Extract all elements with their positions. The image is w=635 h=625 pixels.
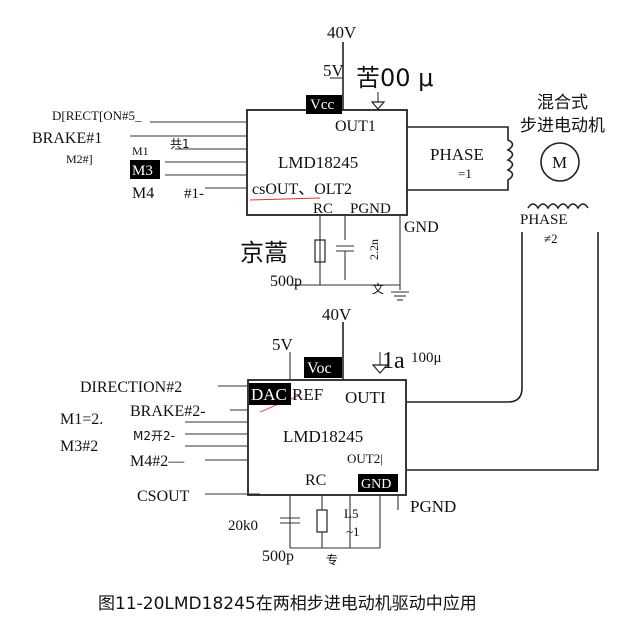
- top-cap-side: 2.2n: [367, 239, 381, 260]
- bottom-5v: 5V: [272, 335, 294, 354]
- bottom-vcc: Voc: [307, 360, 332, 377]
- top-gnd-mark: 文: [372, 281, 384, 296]
- top-chip-body: [246, 109, 408, 216]
- motor-title-1: 混合式: [537, 93, 588, 113]
- bottom-gnd: GND: [361, 477, 391, 492]
- top-driver: 40V 5V 苦00 μ Vcc OUT1 LMD18245 csOUT、OLT…: [32, 23, 495, 301]
- bottom-dac: DAC: [251, 385, 287, 404]
- phase2-winding: [527, 203, 589, 210]
- bottom-cap-value: 100μ: [411, 350, 442, 366]
- bottom-pgnd: PGND: [410, 497, 456, 516]
- top-vcc-box: [306, 95, 342, 114]
- bottom-in-direction: DIRECTION#2: [80, 379, 182, 396]
- bottom-out1: OUTI: [345, 388, 386, 407]
- bottom-dac-box: [249, 383, 291, 405]
- top-rc-resistor: [314, 239, 326, 263]
- phase1-winding: [495, 126, 514, 191]
- top-pgnd: PGND: [350, 201, 391, 217]
- top-out2: csOUT、OLT2: [252, 181, 352, 198]
- top-m3-box: [130, 160, 160, 179]
- top-in-m1: M1: [132, 144, 149, 158]
- top-in-m4-suffix: #1-: [184, 186, 204, 202]
- top-vcc: Vcc: [310, 97, 334, 113]
- bottom-res-side: L5: [344, 506, 358, 521]
- bottom-in-brake: BRAKE#2-: [130, 403, 206, 420]
- top-in-m3: M3: [132, 163, 153, 179]
- phase2-label: PHASE: [520, 212, 568, 228]
- bottom-vcc-box: [304, 357, 342, 378]
- phase2-lead-a: [407, 232, 523, 403]
- bottom-rc-resistor: [316, 509, 328, 533]
- top-5v: 5V: [323, 61, 345, 80]
- top-chip-name: LMD18245: [278, 153, 358, 172]
- top-in-m4: M4: [132, 185, 154, 202]
- top-in-common: 共1: [170, 137, 190, 151]
- bottom-in-m3: M3#2: [60, 438, 98, 455]
- bottom-rc: RC: [305, 472, 326, 489]
- bottom-in-m4: M4#2—: [130, 453, 185, 470]
- bottom-res-side2: ~1: [346, 524, 360, 539]
- bottom-out2: OUT2|: [347, 451, 383, 466]
- phase2-lead-b: [407, 232, 599, 471]
- top-cap-rc: 500p: [270, 273, 302, 290]
- top-in-m2: M2#]: [66, 152, 93, 166]
- bottom-cap-symbol: [371, 364, 389, 374]
- figure-caption: 图11-20LMD18245在两相步进电动机驱动中应用: [98, 594, 477, 614]
- top-gnd: GND: [404, 219, 439, 236]
- top-in-brake: BRAKE#1: [32, 130, 102, 147]
- bottom-40v: 40V: [322, 305, 352, 324]
- bottom-driver: 40V 5V 1a 100μ Voc DAC REF OUTI LMD18245…: [60, 305, 456, 567]
- motor-circle: [540, 142, 580, 182]
- top-rc: RC: [313, 201, 333, 217]
- top-out1: OUT1: [335, 118, 376, 135]
- bottom-ref: REF: [292, 385, 323, 404]
- bottom-res-rc: 20k0: [228, 518, 258, 534]
- phase1-label: PHASE: [430, 145, 484, 164]
- bottom-chip-name: LMD18245: [283, 427, 363, 446]
- stepper-motor: 混合式 步进电动机 M PHASE =1 PHASE ≠2: [407, 93, 605, 471]
- top-cap-symbol: [370, 101, 386, 110]
- top-40v: 40V: [327, 23, 357, 42]
- phase2-num: ≠2: [544, 231, 558, 246]
- top-red-mark: [249, 197, 321, 201]
- bottom-cap-mark: 1a: [382, 348, 405, 374]
- motor-title-2: 步进电动机: [520, 116, 605, 136]
- bottom-cap-rc: 500p: [262, 548, 294, 565]
- motor-symbol: M: [552, 153, 567, 172]
- bottom-in-csout: CSOUT: [137, 488, 190, 505]
- bottom-gnd-box: [358, 474, 398, 492]
- bottom-in-m2: M2开2-: [133, 429, 175, 443]
- top-in-direction: D[RECT[ON#5_: [52, 108, 142, 123]
- bottom-in-m1: M1=2.: [60, 411, 103, 428]
- bottom-gnd-mark: 专: [326, 552, 338, 567]
- top-cap-label: 苦00 μ: [356, 64, 433, 92]
- phase1-num: =1: [458, 166, 472, 181]
- top-rc-note: 京蒿: [240, 239, 288, 267]
